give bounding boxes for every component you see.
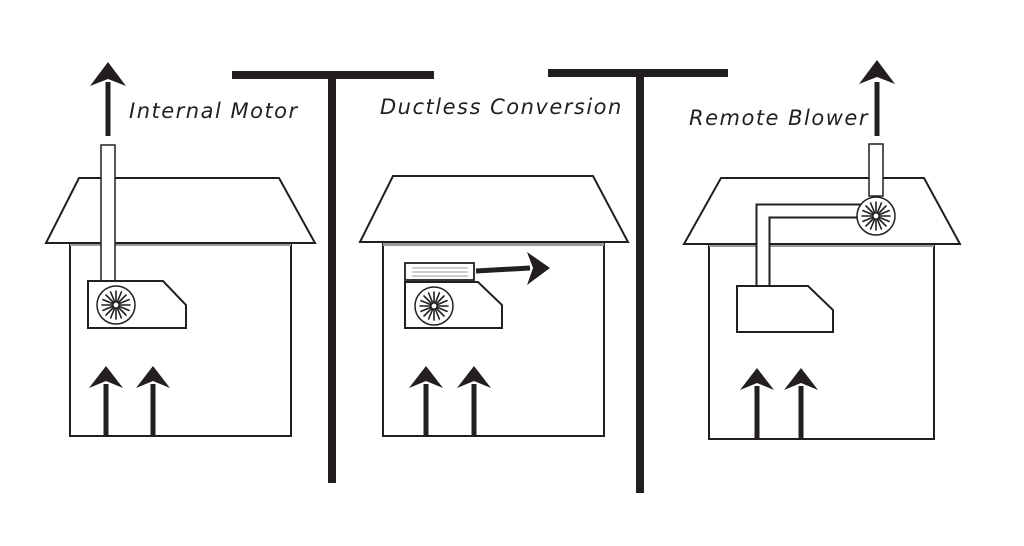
range-hood-2 <box>404 281 503 329</box>
divider-right <box>548 69 728 493</box>
range-hood-1 <box>87 280 187 329</box>
caption-ductless-conversion: Ductless Conversion <box>380 95 623 119</box>
exhaust-arrow-icon <box>90 62 126 136</box>
duct-run-3 <box>755 143 884 287</box>
caption-remote-blower: Remote Blower <box>689 106 869 130</box>
recirculation-filter <box>404 262 475 281</box>
fan-icon <box>96 285 136 325</box>
fan-icon <box>414 286 454 326</box>
remote-blower-unit <box>856 196 896 236</box>
divider-left <box>232 71 434 483</box>
range-hood-3 <box>736 285 834 333</box>
recirculation-arrow-icon <box>475 252 550 285</box>
exhaust-arrow-icon <box>859 60 895 136</box>
caption-internal-motor: Internal Motor <box>129 99 299 123</box>
exhaust-duct-1 <box>100 144 116 284</box>
panel-internal-motor: Internal Motor <box>44 62 317 436</box>
house-2 <box>358 175 630 437</box>
panel-ductless-conversion: Ductless Conversion <box>358 95 630 437</box>
panel-remote-blower: Remote Blower <box>682 60 962 439</box>
fan-icon <box>856 196 896 236</box>
